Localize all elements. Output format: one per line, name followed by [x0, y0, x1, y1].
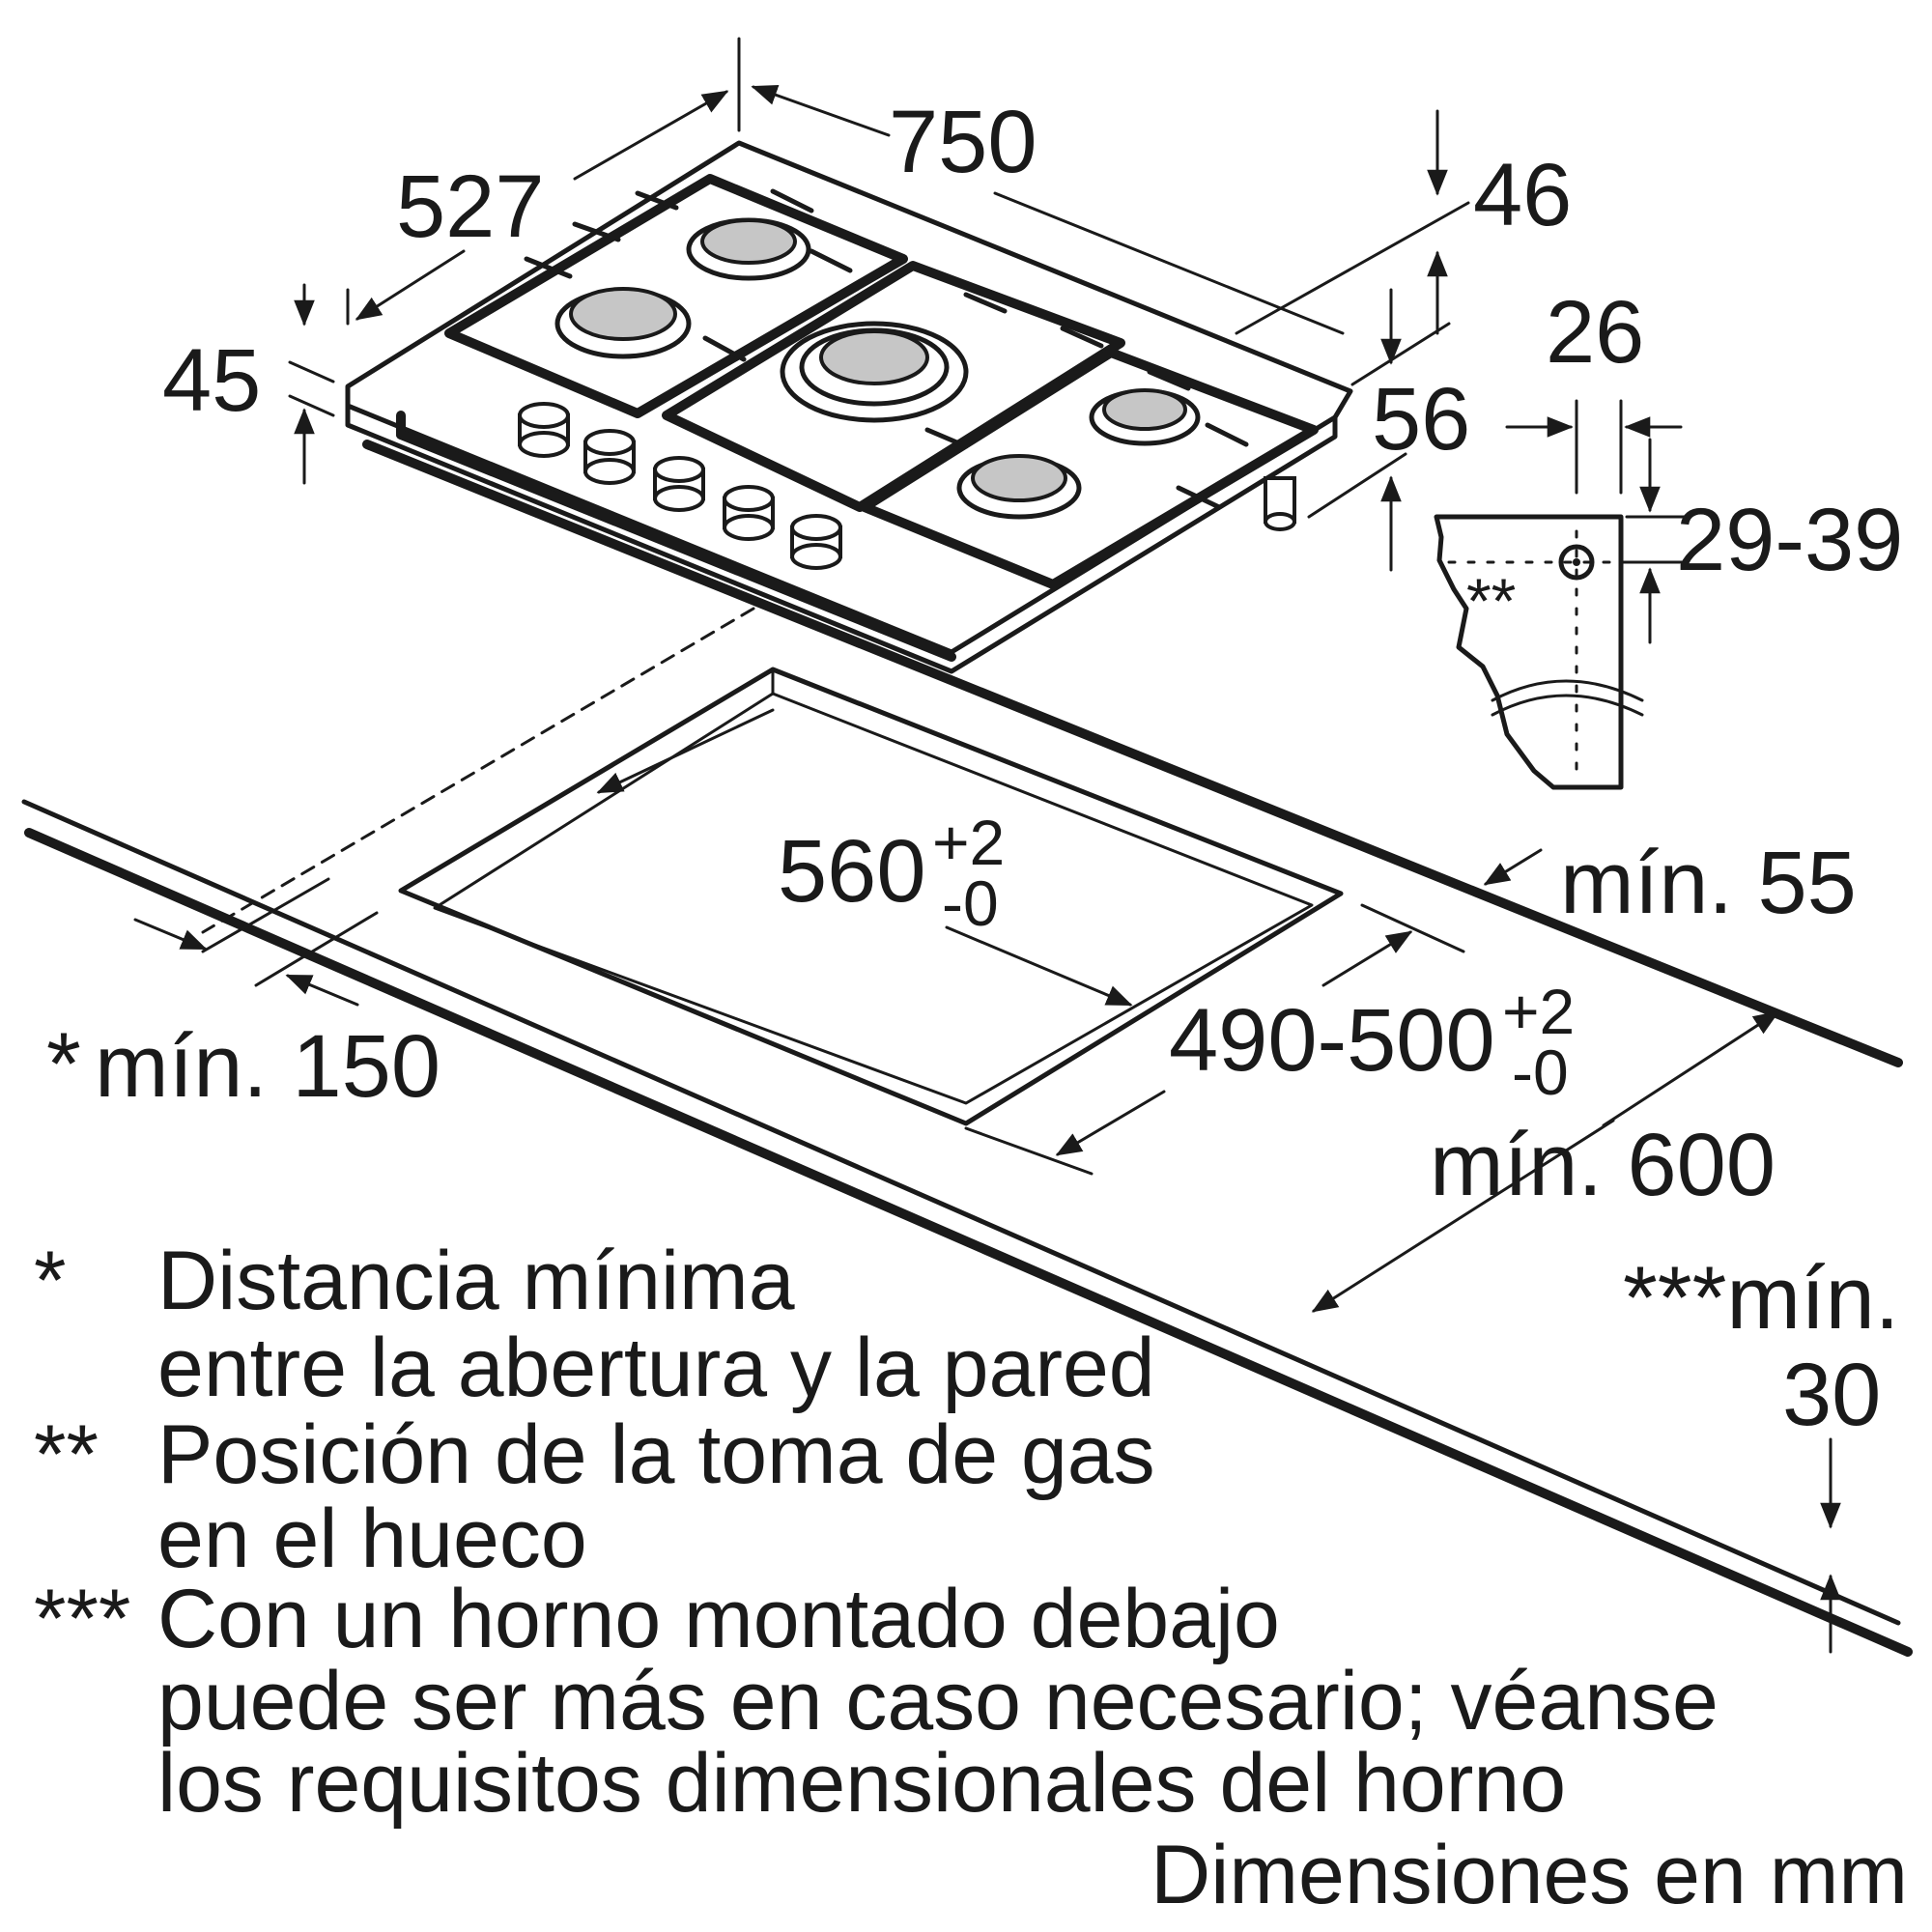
knob-2 [583, 429, 636, 485]
knob-3 [653, 456, 705, 512]
cutout-depth-value: 490-500 [1169, 991, 1495, 1090]
dimension-lines [133, 37, 1841, 1654]
footnotes: * Distancia mínima entre la abertura y l… [34, 1235, 1908, 1921]
gas-connection-detail [1434, 399, 1688, 790]
cutout-width-tol-minus: -0 [942, 867, 999, 939]
cutout-width-label: 560 +2 -0 [778, 807, 1005, 939]
connection-height-label: 56 [1372, 370, 1470, 469]
note-3-line-1: Con un horno montado debajo [157, 1573, 1280, 1665]
cutout-depth-label: 490-500 +2 -0 [1169, 976, 1575, 1108]
note-2-marker: ** [34, 1408, 99, 1501]
gas-offset-label: 26 [1546, 283, 1644, 382]
gas-inlet-icon [1558, 544, 1595, 581]
hob-width-label: 750 [889, 93, 1037, 191]
countertop-rear-edge [362, 440, 1903, 1067]
dimension-labels: 750 527 45 46 56 26 29-39 ** 560 +2 -0 4… [46, 93, 1903, 1444]
grate-left [444, 174, 908, 418]
grate-center [662, 261, 1125, 512]
cutout [201, 607, 1344, 1126]
wall-clearance-label: mín. 150 [95, 1017, 440, 1116]
knob-5 [790, 514, 842, 570]
burner-rear-right [1089, 388, 1201, 446]
wall-clearance-marker: * [46, 1015, 81, 1114]
overall-height-label: 46 [1473, 146, 1572, 244]
cabinet-profile [1434, 514, 1624, 790]
burner-front-right [956, 454, 1082, 520]
cutout-depth-tol-plus: +2 [1502, 976, 1575, 1047]
note-1-line-1: Distancia mínima [157, 1235, 795, 1327]
control-knobs [518, 402, 842, 570]
units-note: Dimensiones en mm [1151, 1829, 1908, 1921]
hob-base-edge [396, 430, 956, 662]
grate-right [860, 348, 1319, 589]
burner-wok-center [780, 321, 969, 423]
cutout-outer-edge [398, 667, 1344, 1126]
knob-4 [723, 485, 775, 541]
knob-1 [518, 402, 570, 458]
hob-depth-label: 527 [396, 157, 545, 256]
note-3-line-2: puede ser más en caso necesario; véanse [157, 1655, 1719, 1747]
oven-clearance-value: 30 [1782, 1346, 1881, 1444]
counter-depth-label: mín. 600 [1430, 1116, 1776, 1214]
countertop-front-edge [24, 828, 1913, 1657]
note-2-line-2: en el hueco [157, 1492, 587, 1585]
gas-position-marker: ** [1466, 565, 1516, 637]
grate-fingers [524, 188, 1249, 510]
rear-clearance-label: mín. 55 [1560, 834, 1857, 932]
burner-rear-left [686, 217, 811, 281]
note-2-line-1: Posición de la toma de gas [157, 1408, 1155, 1501]
cabinet-break-line-2 [1491, 679, 1644, 702]
note-3-marker: *** [34, 1573, 130, 1665]
cabinet-break-line-1 [1491, 694, 1644, 717]
note-1-line-2: entre la abertura y la pared [157, 1321, 1155, 1414]
cutout-width-tol-plus: +2 [932, 807, 1005, 878]
cutout-projection-line [201, 607, 755, 934]
frame-height-label: 45 [162, 331, 261, 430]
oven-clearance-label: ***mín. [1623, 1249, 1899, 1348]
hob-frame-side [345, 403, 1338, 674]
cutout-inner-edge [433, 692, 1314, 1105]
burner-front-left [554, 287, 692, 359]
gas-height-range-label: 29-39 [1676, 491, 1903, 589]
gas-hob [345, 140, 1353, 674]
cutout-depth-tol-minus: -0 [1512, 1037, 1569, 1108]
gas-inlet-center [1573, 558, 1580, 566]
note-1-marker: * [34, 1235, 66, 1327]
cutout-width-value: 560 [778, 822, 926, 921]
gas-connector [1264, 476, 1296, 531]
note-3-line-3: los requisitos dimensionales del horno [157, 1737, 1566, 1830]
